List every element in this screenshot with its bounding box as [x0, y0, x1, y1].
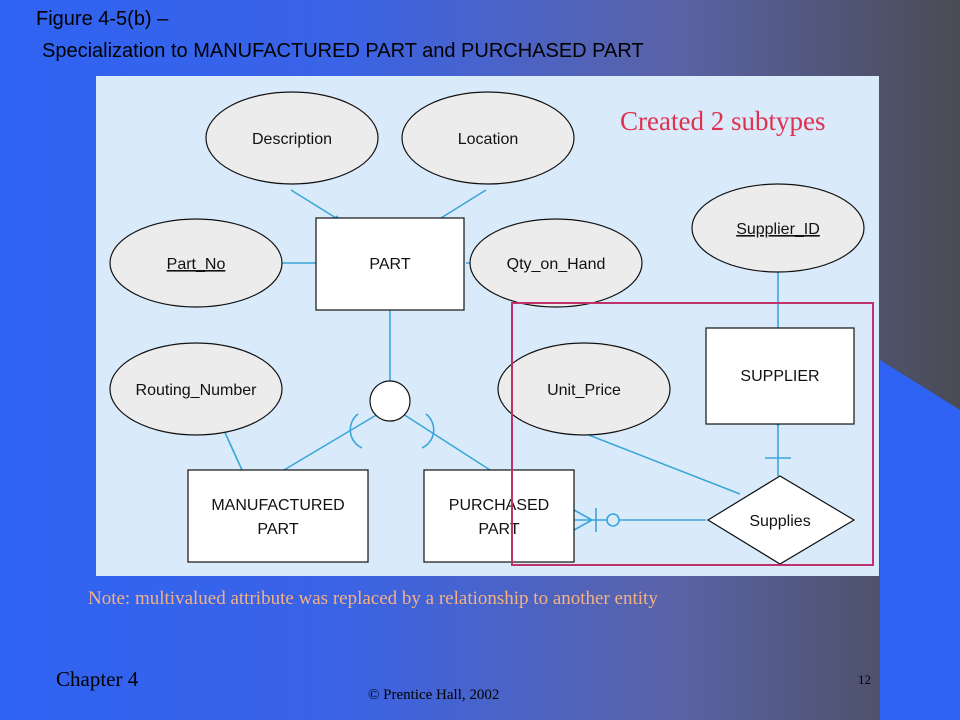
label-manufactured-line1: MANUFACTURED — [211, 497, 344, 514]
entity-supplier — [705, 327, 855, 425]
label-qty-on-hand: Qty_on_Hand — [507, 256, 606, 273]
copyright-text: © Prentice Hall, 2002 — [368, 687, 500, 703]
relationship-supplies — [706, 475, 856, 565]
label-routing-number: Routing_Number — [136, 382, 258, 399]
slide-title-line1: Figure 4-5(b) – — [36, 8, 169, 30]
label-manufactured-line2: PART — [257, 521, 298, 538]
label-purchased-line2: PART — [478, 521, 519, 538]
label-description: Description — [252, 131, 332, 148]
er-diagram: Description Location Part_No Qty_on_Hand… — [109, 91, 874, 566]
slide-title-line2: Specialization to MANUFACTURED PART and … — [42, 40, 644, 62]
disjointness-circle — [369, 380, 411, 422]
label-unit-price: Unit_Price — [547, 382, 621, 399]
attribute-supplier-id — [691, 183, 865, 273]
attribute-unit-price — [497, 342, 671, 436]
highlight-box — [511, 302, 874, 566]
label-supplier-id: Supplier_ID — [736, 221, 820, 238]
attribute-part-no — [109, 218, 283, 308]
entity-purchased-part — [423, 469, 575, 563]
attribute-qty-on-hand — [469, 218, 643, 308]
entity-part — [315, 217, 465, 311]
label-location: Location — [458, 131, 519, 148]
annotation-created-subtypes: Created 2 subtypes — [620, 106, 826, 136]
entity-manufactured-part — [187, 469, 369, 563]
label-supplier: SUPPLIER — [740, 368, 819, 385]
slide-note: Note: multivalued attribute was replaced… — [88, 588, 658, 609]
attribute-routing-number — [109, 342, 283, 436]
chapter-label: Chapter 4 — [56, 667, 139, 691]
attribute-location — [401, 91, 575, 185]
label-part-no: Part_No — [167, 256, 226, 273]
label-supplies: Supplies — [749, 513, 810, 530]
label-part: PART — [369, 256, 410, 273]
label-purchased-line1: PURCHASED — [449, 497, 549, 514]
attribute-description — [205, 91, 379, 185]
page-number: 12 — [858, 672, 871, 687]
